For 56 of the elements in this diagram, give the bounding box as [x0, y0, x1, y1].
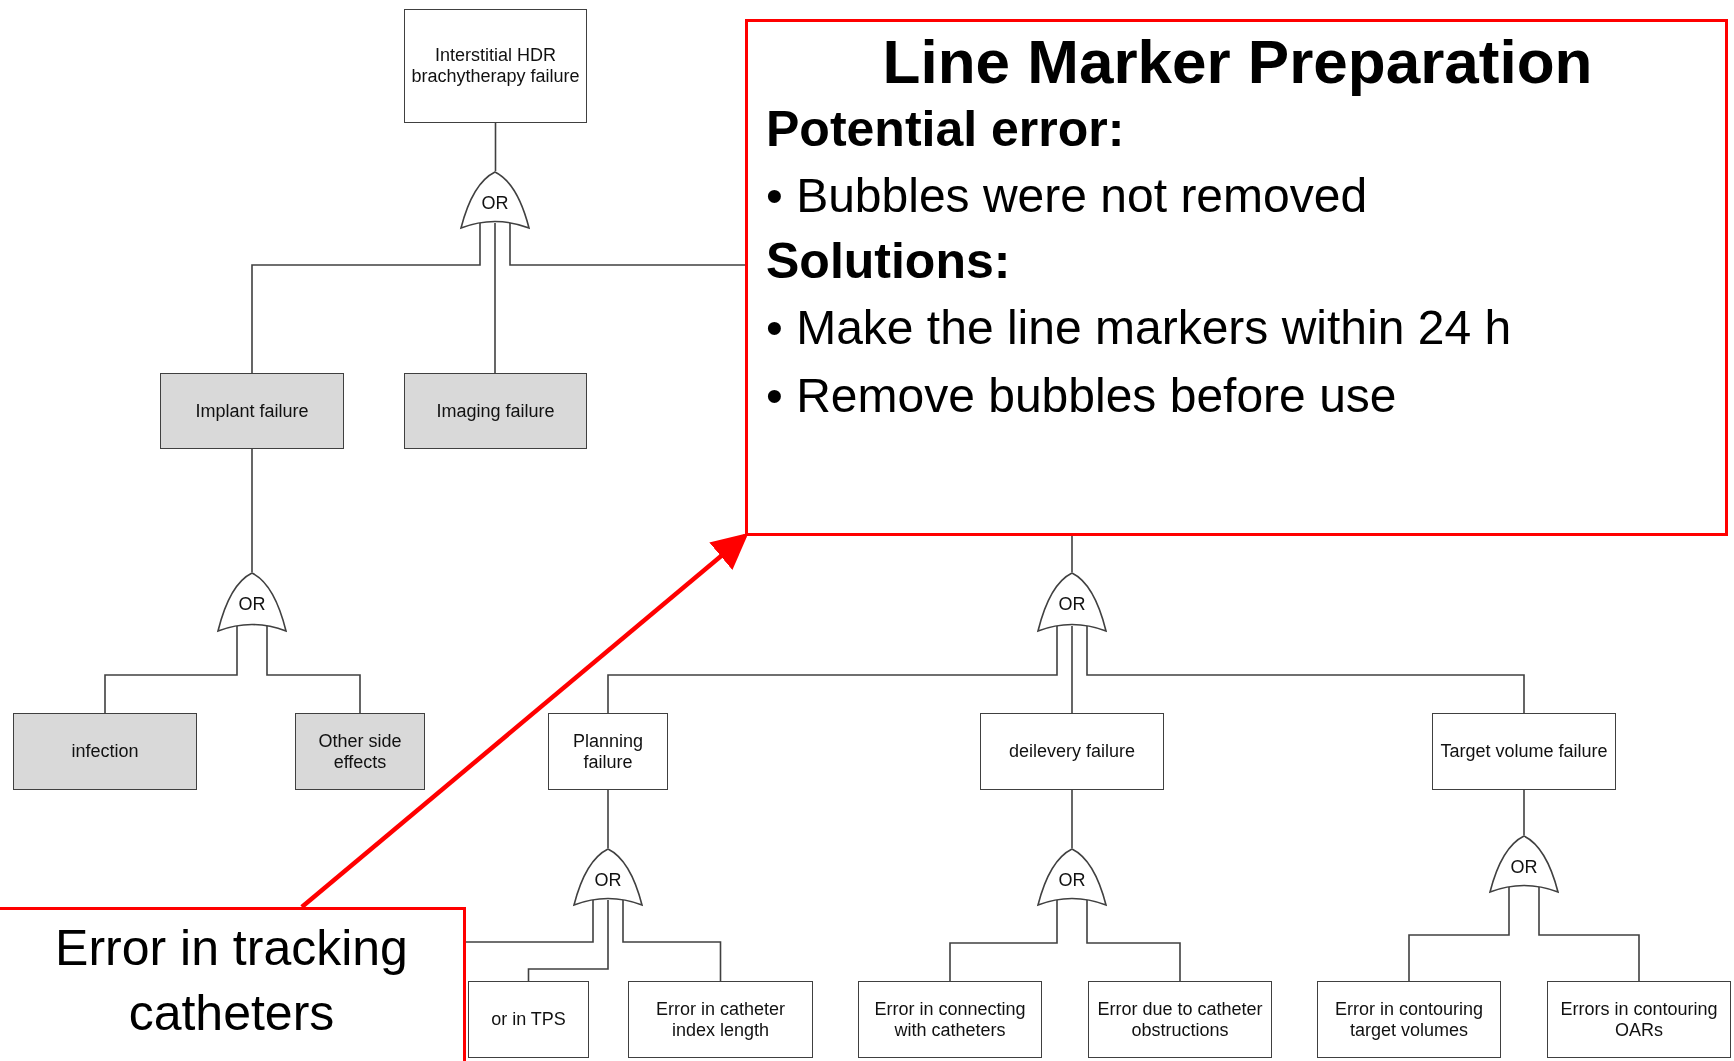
or-gate: [573, 848, 643, 906]
connector-line: [1408, 886, 1510, 982]
event-box: deilevery failure: [980, 713, 1164, 790]
event-box: Error in connecting with catheters: [858, 981, 1042, 1058]
connector-line: [1071, 789, 1073, 849]
connector-line: [494, 222, 496, 374]
gate-label: OR: [237, 594, 267, 615]
callout-heading: Potential error:: [766, 100, 1126, 160]
event-box: Interstitial HDR brachytherapy failure: [404, 9, 587, 123]
event-box: Implant failure: [160, 373, 344, 449]
gate-label: OR: [593, 870, 623, 891]
gate-label: OR: [1057, 870, 1087, 891]
connector-line: [104, 625, 238, 714]
connector-line: [1071, 625, 1073, 714]
connector-line: [1071, 535, 1073, 573]
event-box: Planning failure: [548, 713, 668, 790]
connector-line: [1086, 625, 1525, 714]
event-box: Other side effects: [295, 713, 425, 790]
connector-line: [1538, 886, 1640, 982]
connector-line: [622, 899, 722, 982]
gate-label: OR: [1057, 594, 1087, 615]
connector-line: [494, 122, 497, 172]
connector-line: [251, 448, 253, 573]
event-box: Imaging failure: [404, 373, 587, 449]
callout-heading: Solutions:: [766, 232, 1012, 292]
event-box: Error due to catheter obstructions: [1088, 981, 1272, 1058]
connector-line: [527, 899, 609, 982]
callout-box: Error in tracking catheters: [0, 907, 466, 1061]
bullet-item: • Make the line markers within 24 h: [766, 300, 1513, 357]
event-box: Errors in contouring OARs: [1547, 981, 1731, 1058]
bullet-item: • Bubbles were not removed: [766, 168, 1369, 225]
event-box: Target volume failure: [1432, 713, 1616, 790]
event-box: Error in catheter index length: [628, 981, 813, 1058]
event-box: infection: [13, 713, 197, 790]
bullet-item: • Remove bubbles before use: [766, 367, 1398, 424]
or-gate: [217, 572, 287, 632]
connector-line: [509, 222, 746, 266]
or-gate: [1037, 848, 1107, 906]
connector-line: [465, 899, 594, 943]
or-gate: [1489, 835, 1559, 893]
gate-label: OR: [1509, 857, 1539, 878]
gate-label: OR: [480, 193, 510, 214]
connector-line: [607, 625, 1058, 714]
event-box: or in TPS: [468, 981, 589, 1058]
callout-title: Line Marker Preparation: [881, 26, 1594, 98]
connector-line: [949, 899, 1058, 982]
arrow: [300, 533, 749, 909]
or-gate: [460, 171, 530, 229]
connector-line: [1523, 789, 1525, 836]
callout-box: [745, 19, 1728, 536]
connector-line: [1086, 899, 1181, 982]
connector-line: [607, 789, 609, 849]
connector-line: [266, 625, 361, 714]
event-box: Error in contouring target volumes: [1317, 981, 1501, 1058]
connector-line: [251, 222, 481, 374]
or-gate: [1037, 572, 1107, 632]
